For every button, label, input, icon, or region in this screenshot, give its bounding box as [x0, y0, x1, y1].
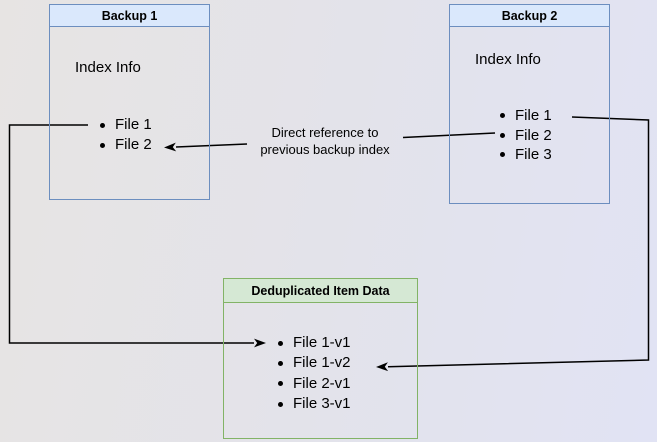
deduplicated-item-data-box: Deduplicated Item Data File 1-v1 File 1-…	[223, 278, 418, 439]
dedup-file-list: File 1-v1 File 1-v2 File 2-v1 File 3-v1	[276, 333, 351, 414]
dedup-title: Deduplicated Item Data	[251, 283, 390, 298]
backup2-file-3: File 3	[498, 145, 552, 165]
backup2-file-1: File 1	[498, 106, 552, 126]
direct-reference-edge-label: Direct reference to previous backup inde…	[225, 125, 425, 158]
edge-label-line1: Direct reference to	[271, 125, 379, 140]
backup2-file-2: File 2	[498, 126, 552, 146]
dedup-file-1-v2: File 1-v2	[276, 353, 351, 373]
backup1-header: Backup 1	[49, 4, 210, 27]
backup1-title: Backup 1	[101, 8, 158, 23]
backup1-index-info-label: Index Info	[75, 59, 141, 76]
backup1-file-1: File 1	[98, 115, 152, 135]
backup2-file-list: File 1 File 2 File 3	[498, 106, 552, 165]
backup2-header: Backup 2	[449, 4, 610, 27]
backup1-body	[49, 4, 210, 200]
backup2-index-info-label: Index Info	[475, 51, 541, 68]
backup2-box: Backup 2 Index Info File 1 File 2 File 3	[449, 4, 610, 204]
backup2-title: Backup 2	[501, 8, 558, 23]
dedup-header: Deduplicated Item Data	[223, 278, 418, 303]
backup2-body	[449, 4, 610, 204]
edge-label-line2: previous backup index	[260, 141, 390, 157]
backup1-box: Backup 1 Index Info File 1 File 2	[49, 4, 210, 200]
backup1-file-2: File 2	[98, 135, 152, 155]
backup1-file-list: File 1 File 2	[98, 115, 152, 155]
dedup-file-2-v1: File 2-v1	[276, 374, 351, 394]
dedup-file-1-v1: File 1-v1	[276, 333, 351, 353]
dedup-file-3-v1: File 3-v1	[276, 394, 351, 414]
